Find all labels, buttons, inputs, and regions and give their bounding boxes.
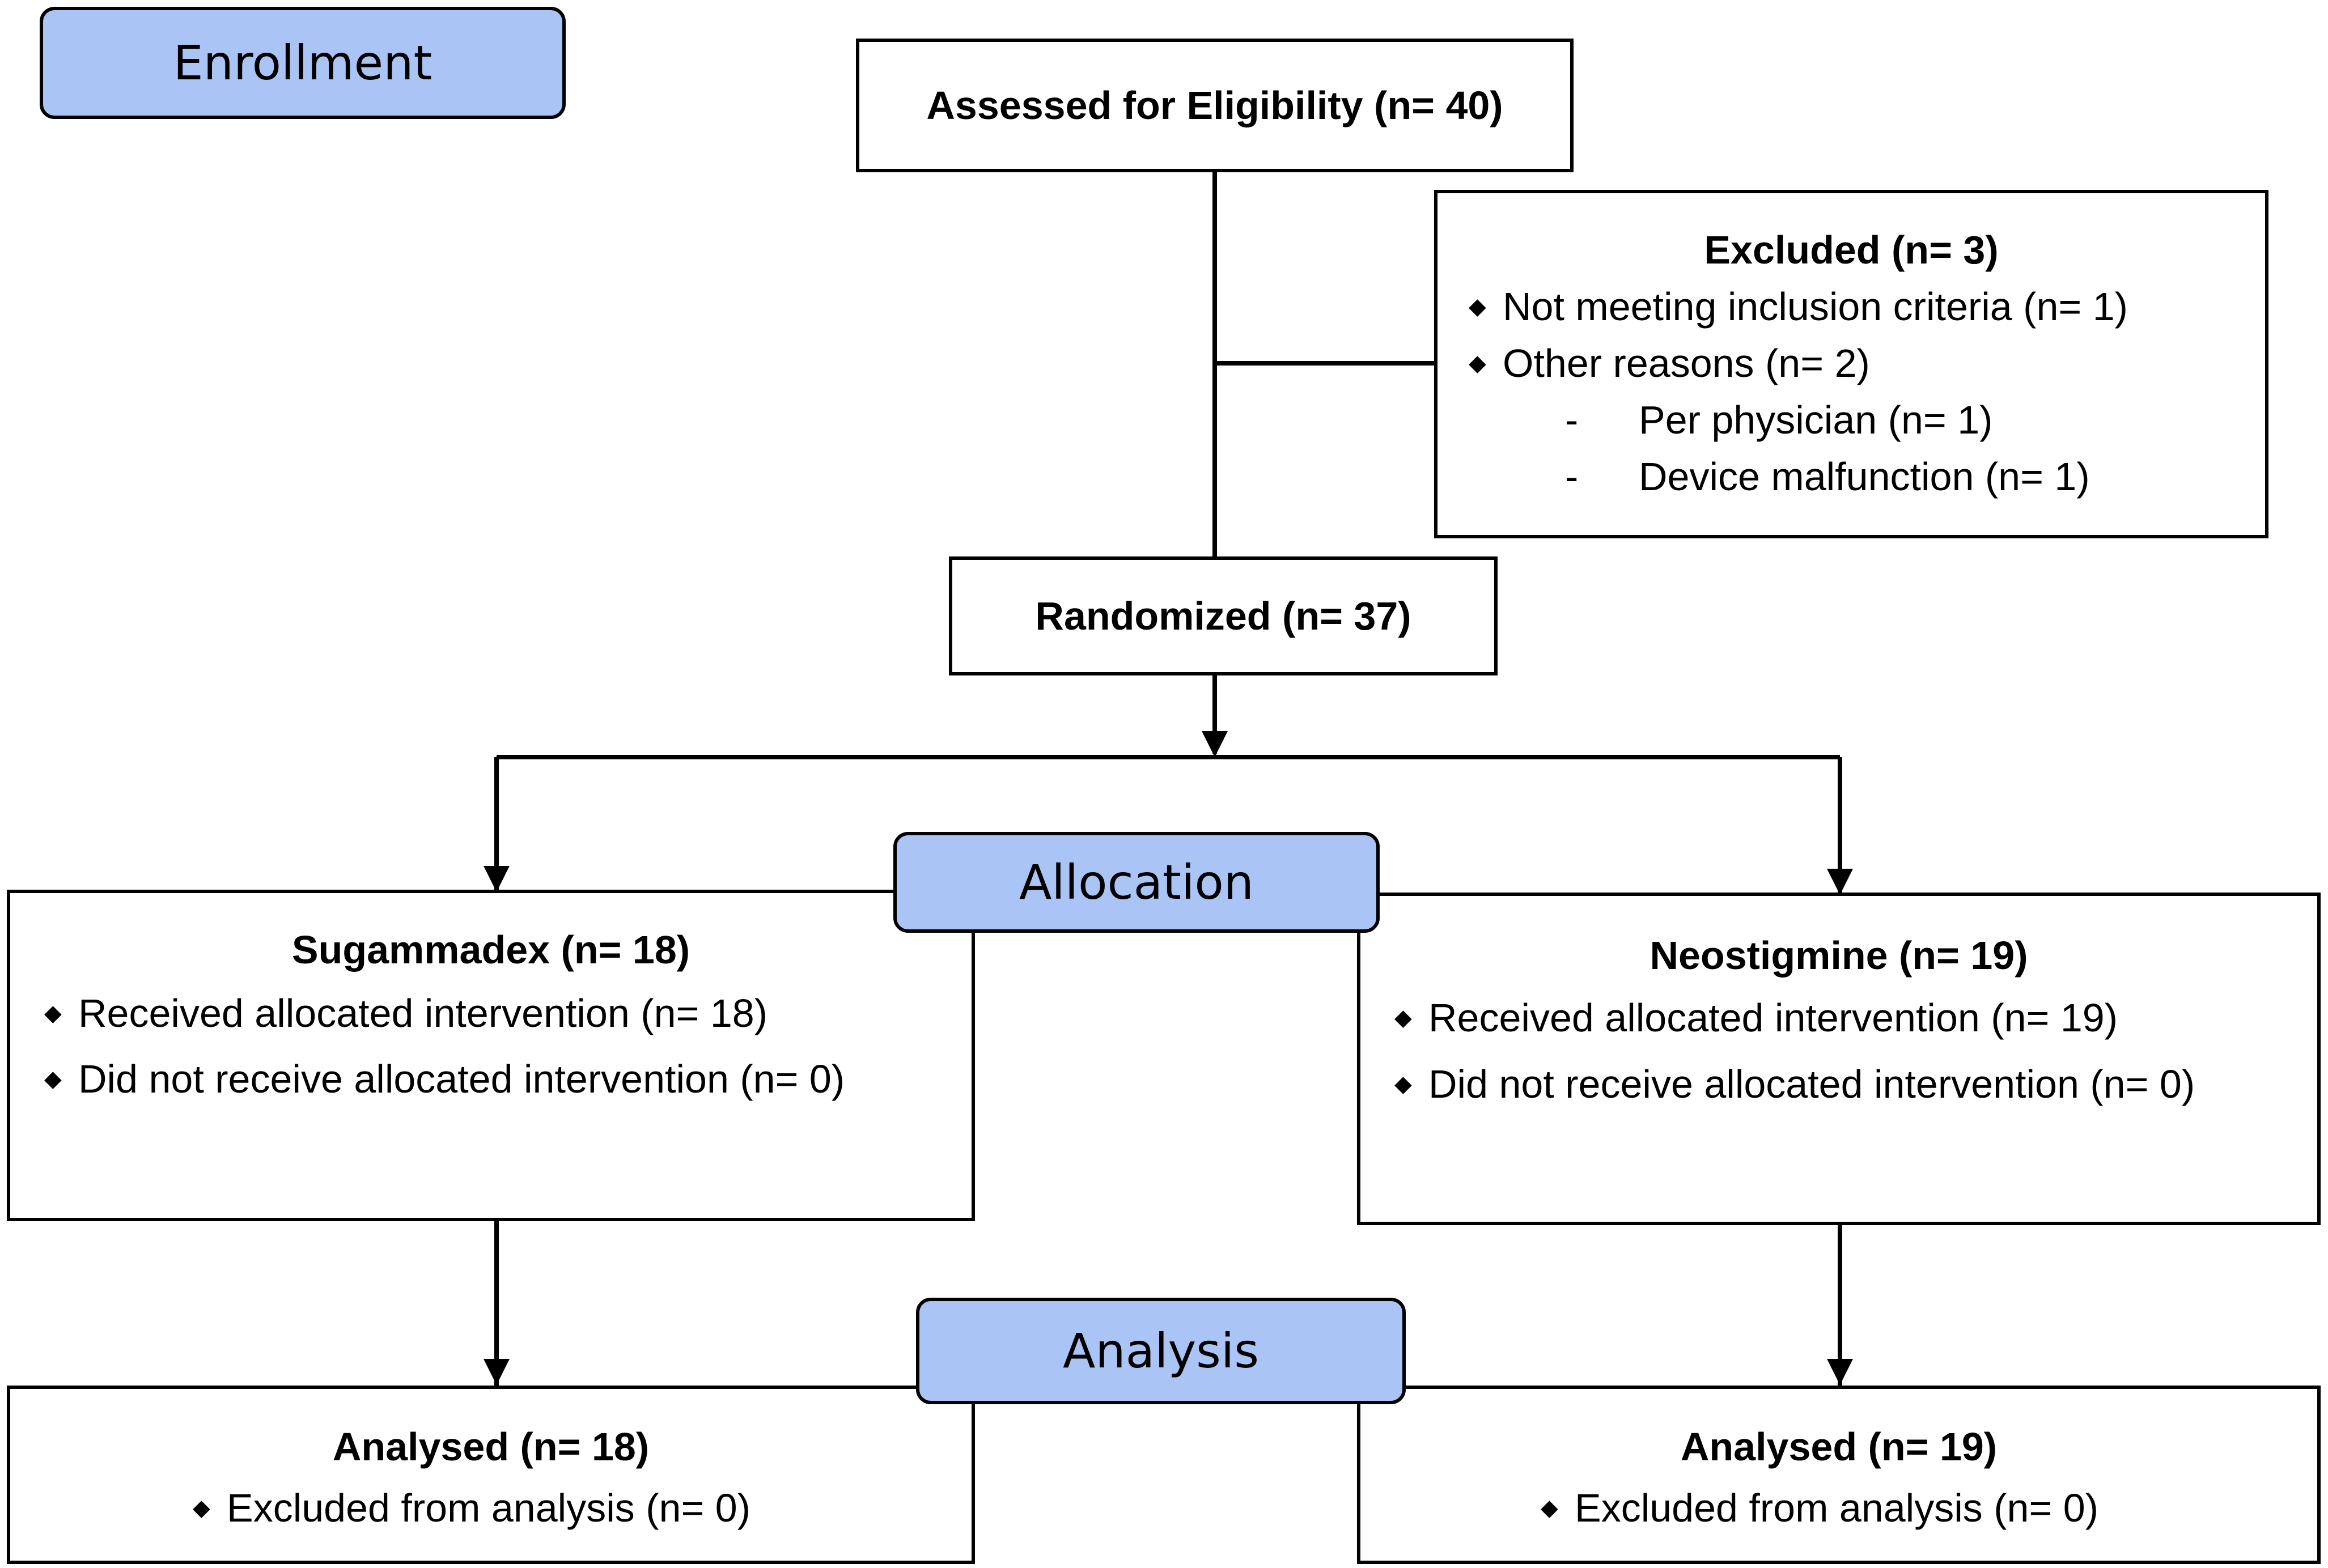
randomized-box: Randomized (n= 37) [949, 556, 1498, 675]
bullet-icon: ◆ [44, 1066, 62, 1091]
neostigmine-received: ◆ Received allocated intervention (n= 19) [1394, 995, 2118, 1040]
excluded-subitem-physician: - Per physician (n= 1) [1531, 397, 1992, 443]
neostigmine-arm-box: Neostigmine (n= 19) ◆ Received allocated … [1357, 893, 2321, 1225]
sugammadex-not-received: ◆ Did not receive allocated intervention … [44, 1056, 845, 1102]
stage-allocation-label: Allocation [1019, 855, 1254, 910]
dash-icon: - [1565, 454, 1579, 499]
sugammadex-received: ◆ Received allocated intervention (n= 18) [44, 991, 767, 1036]
excluded-subitem-device-text: Device malfunction (n= 1) [1639, 454, 2090, 499]
sugammadex-received-text: Received allocated intervention (n= 18) [78, 991, 768, 1035]
bullet-icon: ◆ [1394, 1071, 1412, 1097]
excluded-subitem-physician-text: Per physician (n= 1) [1639, 398, 1993, 442]
neostigmine-analysed-title: Analysed (n= 19) [1680, 1425, 1998, 1469]
sugammadex-title: Sugammadex (n= 18) [291, 928, 690, 972]
arrow-to-split [1202, 731, 1228, 757]
sugammadex-arm-box: Sugammadex (n= 18) ◆ Received allocated i… [7, 890, 975, 1221]
excluded-title: Excluded (n= 3) [1704, 228, 1999, 272]
arrow-to-right-arm [1827, 869, 1853, 895]
arrow-to-left-arm [484, 866, 510, 892]
stage-allocation: Allocation [893, 832, 1380, 933]
excluded-subitem-device: - Device malfunction (n= 1) [1531, 454, 2090, 499]
neostigmine-excluded-analysis-text: Excluded from analysis (n= 0) [1575, 1486, 2099, 1530]
neostigmine-not-received: ◆ Did not receive allocated intervention … [1394, 1061, 2195, 1107]
arrow-to-right-analysis [1827, 1359, 1853, 1385]
sugammadex-analysis-box: Analysed (n= 18) ◆ Excluded from analysis… [7, 1386, 975, 1564]
randomized-label: Randomized (n= 37) [1035, 594, 1411, 638]
bullet-icon: ◆ [1541, 1495, 1558, 1520]
excluded-item-other: ◆ Other reasons (n= 2) [1469, 341, 1870, 386]
neostigmine-title: Neostigmine (n= 19) [1649, 933, 2028, 978]
sugammadex-not-received-text: Did not receive allocated intervention (… [78, 1057, 845, 1101]
neostigmine-analysis-box: Analysed (n= 19) ◆ Excluded from analysis… [1357, 1386, 2321, 1564]
stage-analysis: Analysis [916, 1298, 1406, 1404]
excluded-item-other-text: Other reasons (n= 2) [1503, 341, 1870, 385]
dash-icon: - [1565, 398, 1579, 442]
sugammadex-excluded-analysis-text: Excluded from analysis (n= 0) [227, 1486, 751, 1530]
neostigmine-received-text: Received allocated intervention (n= 19) [1428, 996, 2118, 1040]
sugammadex-excluded-analysis: ◆ Excluded from analysis (n= 0) [193, 1485, 750, 1531]
excluded-item-inclusion: ◆ Not meeting inclusion criteria (n= 1) [1469, 284, 2128, 329]
stage-enrollment-label: Enrollment [173, 35, 432, 91]
arrow-to-left-analysis [484, 1359, 510, 1385]
assessed-box: Assessed for Eligibility (n= 40) [856, 39, 1574, 172]
neostigmine-excluded-analysis: ◆ Excluded from analysis (n= 0) [1541, 1485, 2098, 1531]
bullet-icon: ◆ [1394, 1005, 1412, 1030]
excluded-item-inclusion-text: Not meeting inclusion criteria (n= 1) [1503, 284, 2128, 329]
bullet-icon: ◆ [1469, 294, 1486, 319]
bullet-icon: ◆ [1469, 350, 1486, 376]
sugammadex-analysed-title: Analysed (n= 18) [332, 1425, 650, 1469]
assessed-label: Assessed for Eligibility (n= 40) [926, 83, 1503, 128]
bullet-icon: ◆ [193, 1495, 210, 1520]
stage-enrollment: Enrollment [40, 7, 566, 119]
excluded-box: Excluded (n= 3) ◆ Not meeting inclusion c… [1434, 190, 2268, 538]
bullet-icon: ◆ [44, 1000, 62, 1026]
neostigmine-not-received-text: Did not receive allocated intervention (… [1428, 1062, 2195, 1106]
stage-analysis-label: Analysis [1062, 1323, 1260, 1379]
